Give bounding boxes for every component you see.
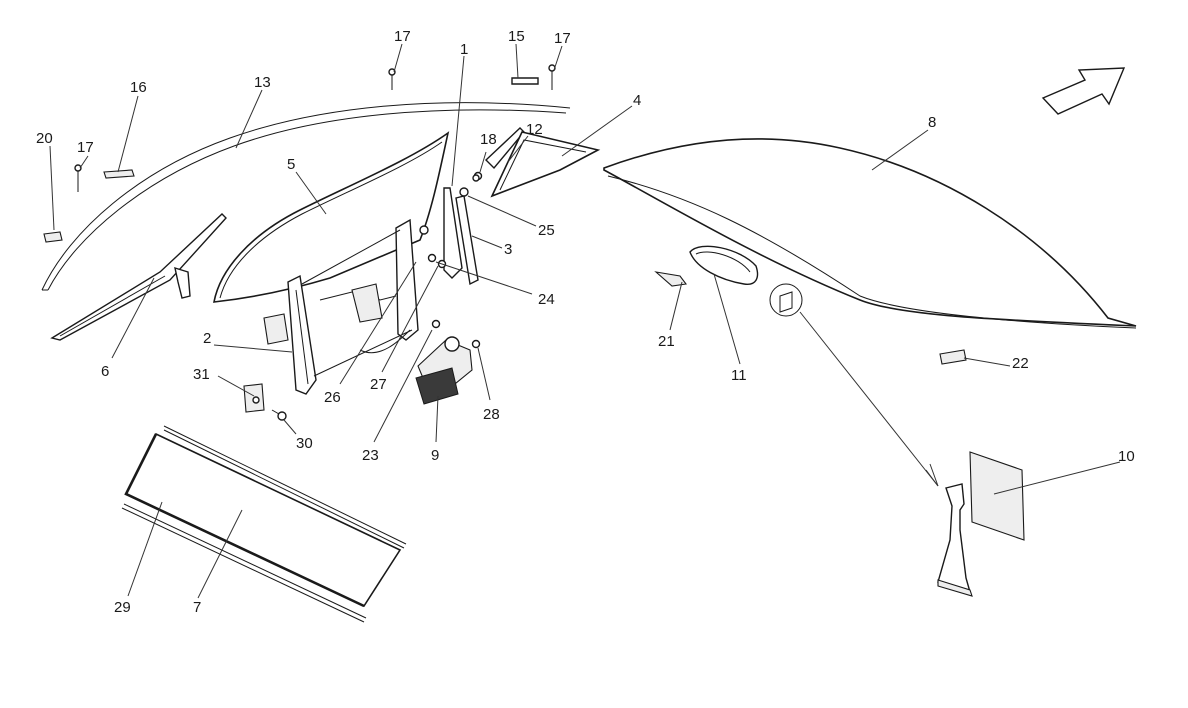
- callout-6: 6: [101, 363, 109, 380]
- bracket-31: [243, 383, 265, 413]
- screw-30: [271, 409, 287, 421]
- rear-view-mirror: [689, 245, 759, 285]
- callout-12: 12: [526, 121, 543, 138]
- leader-lines: [49, 43, 1121, 599]
- callout-labels: 1 2 3 4 5 6 7 8 9 10 11 12 13 15 16 17 1…: [36, 28, 1135, 616]
- detail-circle: [769, 283, 939, 487]
- callout-7: 7: [193, 599, 201, 616]
- callout-9: 9: [431, 447, 439, 464]
- callout-5: 5: [287, 156, 295, 173]
- callout-17-left: 17: [77, 139, 94, 156]
- callout-30: 30: [296, 435, 313, 452]
- callout-1: 1: [460, 41, 468, 58]
- callout-18: 18: [480, 131, 497, 148]
- windscreen: [603, 138, 1137, 329]
- sensor-block: [939, 349, 967, 365]
- window-regulator: [263, 218, 419, 395]
- callout-26: 26: [324, 389, 341, 406]
- callout-17-right: 17: [554, 30, 571, 47]
- tool-stand: [937, 483, 973, 597]
- callout-4: 4: [633, 92, 641, 109]
- a-pillar-trim: [50, 213, 227, 341]
- callout-16: 16: [130, 79, 147, 96]
- callout-27: 27: [370, 376, 387, 393]
- callout-24: 24: [538, 291, 555, 308]
- callout-10: 10: [1118, 448, 1135, 465]
- rear-glass-seal: [121, 503, 367, 623]
- callout-11: 11: [731, 367, 747, 384]
- callout-3: 3: [504, 241, 512, 258]
- callout-25: 25: [538, 222, 555, 239]
- callout-23: 23: [362, 447, 379, 464]
- callout-31: 31: [193, 366, 210, 383]
- direction-arrow-icon: [1041, 67, 1126, 115]
- callout-21: 21: [658, 333, 675, 350]
- callout-20: 20: [36, 130, 53, 147]
- rear-glass: [124, 425, 407, 608]
- callout-22: 22: [1012, 355, 1029, 372]
- callout-15: 15: [508, 28, 525, 45]
- callout-28: 28: [483, 406, 500, 423]
- callout-13: 13: [254, 74, 271, 91]
- clips: [43, 64, 556, 243]
- door-guide-rail: [443, 127, 525, 286]
- callout-8: 8: [928, 114, 936, 131]
- window-motor: [415, 336, 473, 405]
- callout-29: 29: [114, 599, 131, 616]
- mirror-mount: [654, 271, 687, 287]
- callout-2: 2: [203, 330, 211, 347]
- decal-sheet: [969, 451, 1025, 541]
- callout-17-top: 17: [394, 28, 411, 45]
